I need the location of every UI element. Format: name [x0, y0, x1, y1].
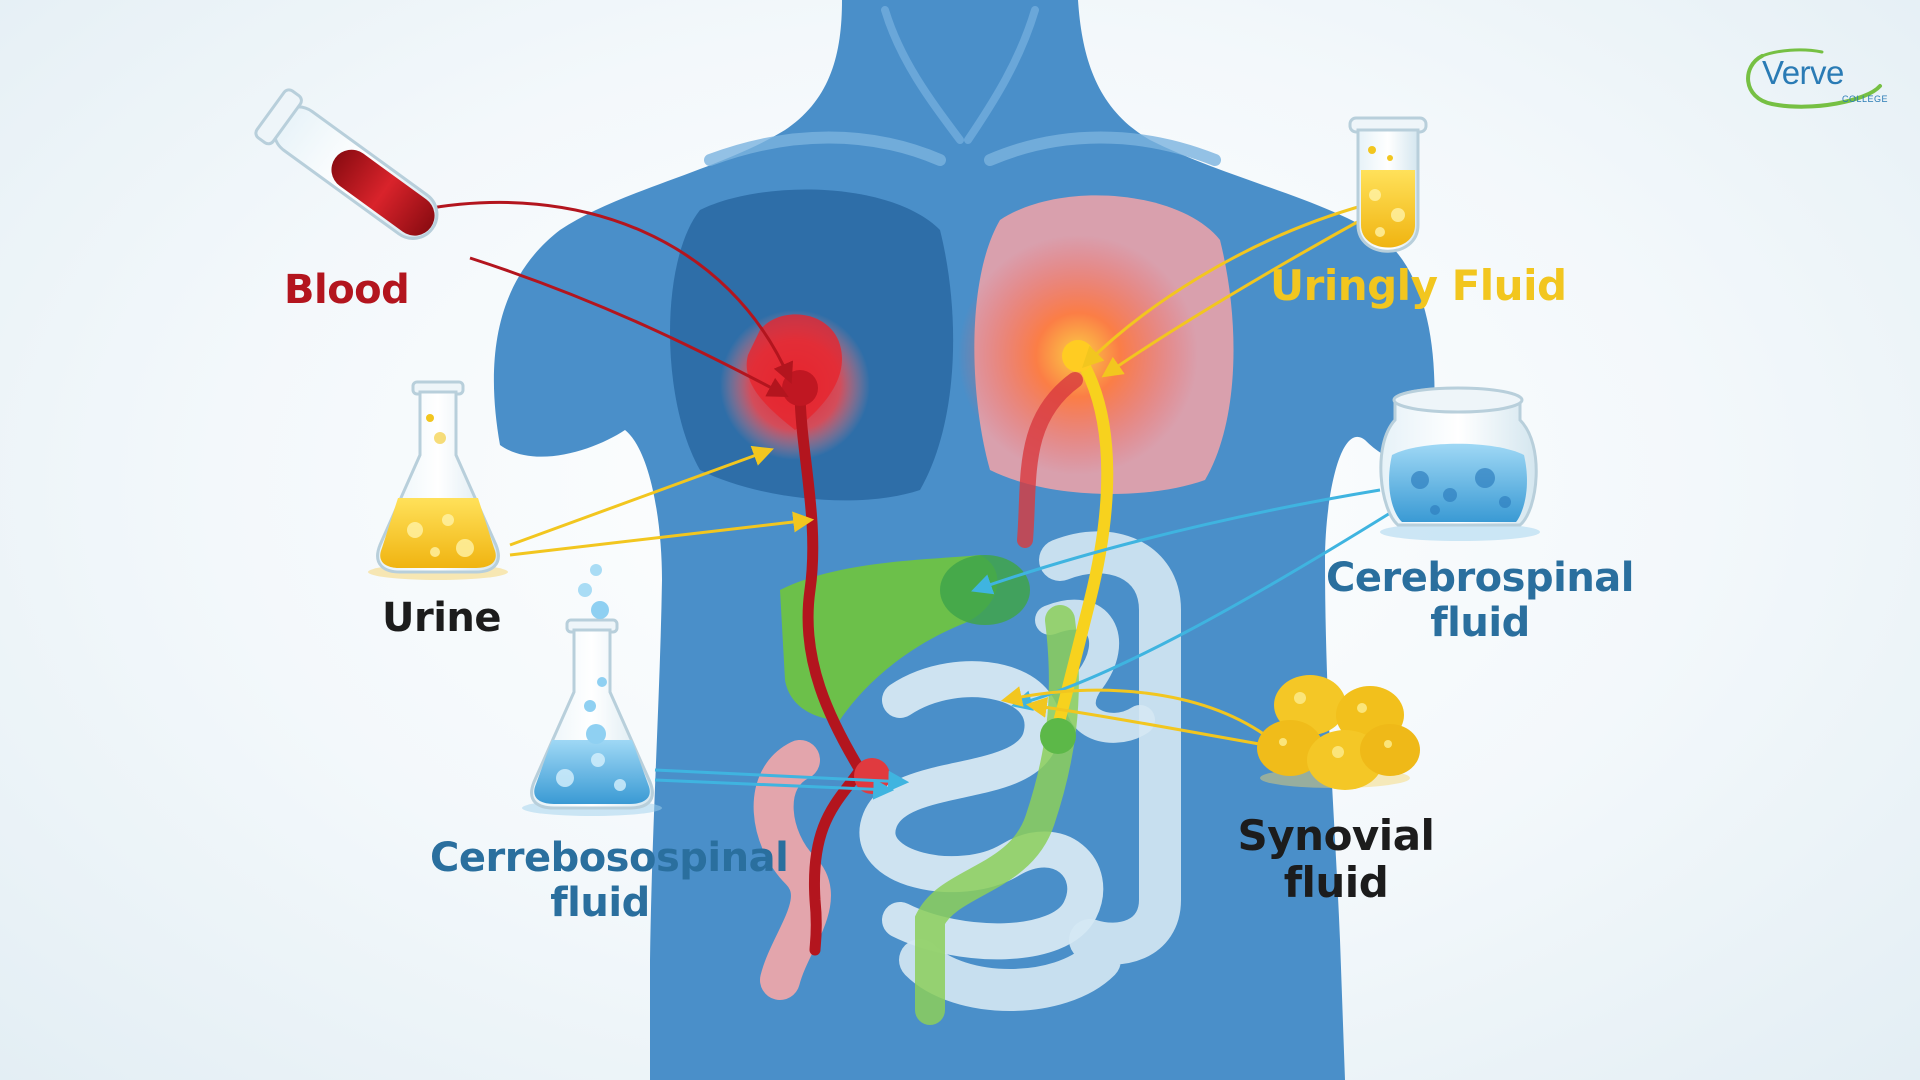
label-synovial-fluid: Synovial fluid [1236, 812, 1436, 906]
logo-wordmark: Verve [1762, 54, 1844, 91]
label-cerebrospinal-fluid-right: Cerebrospinal fluid [1320, 556, 1640, 646]
label-line: fluid [1430, 599, 1530, 646]
label-line: Cerebrospinal [1325, 555, 1635, 601]
label-urine: Urine [382, 595, 502, 641]
yellow-flask-icon [368, 380, 508, 580]
arrow-synovial-2 [1025, 696, 1266, 747]
arrow-uringly-1 [1082, 203, 1366, 368]
blood-test-tube-icon [254, 88, 439, 240]
yellow-node [1062, 340, 1094, 372]
yellow-urine-path [1049, 349, 1114, 741]
label-uringly-fluid: Uringly Fluid [1270, 261, 1567, 310]
neck-line-right [964, 6, 1039, 144]
label-line: Cerrebosospinal [430, 835, 789, 881]
arrow-csf-left-1 [654, 768, 910, 792]
yellow-blob-cluster-icon [1257, 675, 1420, 790]
label-line: fluid [550, 879, 650, 926]
label-blood: Blood [284, 267, 410, 313]
stomach-spot [940, 555, 1030, 625]
blue-flask-icon [522, 564, 662, 816]
label-line: fluid [1283, 858, 1389, 908]
arrow-blood-2 [469, 256, 789, 397]
arrow-blood-1 [419, 201, 794, 384]
arrow-csf-left-2 [654, 778, 895, 800]
arrow-csf-right-1 [971, 488, 1381, 595]
verve-college-logo: Verve COLLEGE [1742, 46, 1892, 116]
arrow-uringly-2 [1101, 213, 1371, 378]
collarbone-right [984, 131, 1221, 166]
arrow-urine-1 [509, 445, 774, 547]
neck-line-left [881, 6, 964, 144]
label-line: Synovial [1237, 811, 1435, 860]
logo-swoosh-icon [1746, 48, 1882, 109]
arrow-synovial-1 [1000, 686, 1266, 737]
green-node [1040, 718, 1076, 754]
yellow-test-tube-icon [1348, 116, 1428, 253]
red-organ-path [1017, 372, 1083, 548]
arrow-urine-2 [509, 511, 815, 557]
collarbone-left [704, 131, 946, 166]
blue-jar-icon [1379, 386, 1540, 541]
label-cerebrospinal-fluid-left: Cerrebosospinal fluid [430, 835, 789, 926]
logo-subtitle: COLLEGE [1842, 94, 1889, 104]
blood-vessel-path [794, 384, 867, 956]
